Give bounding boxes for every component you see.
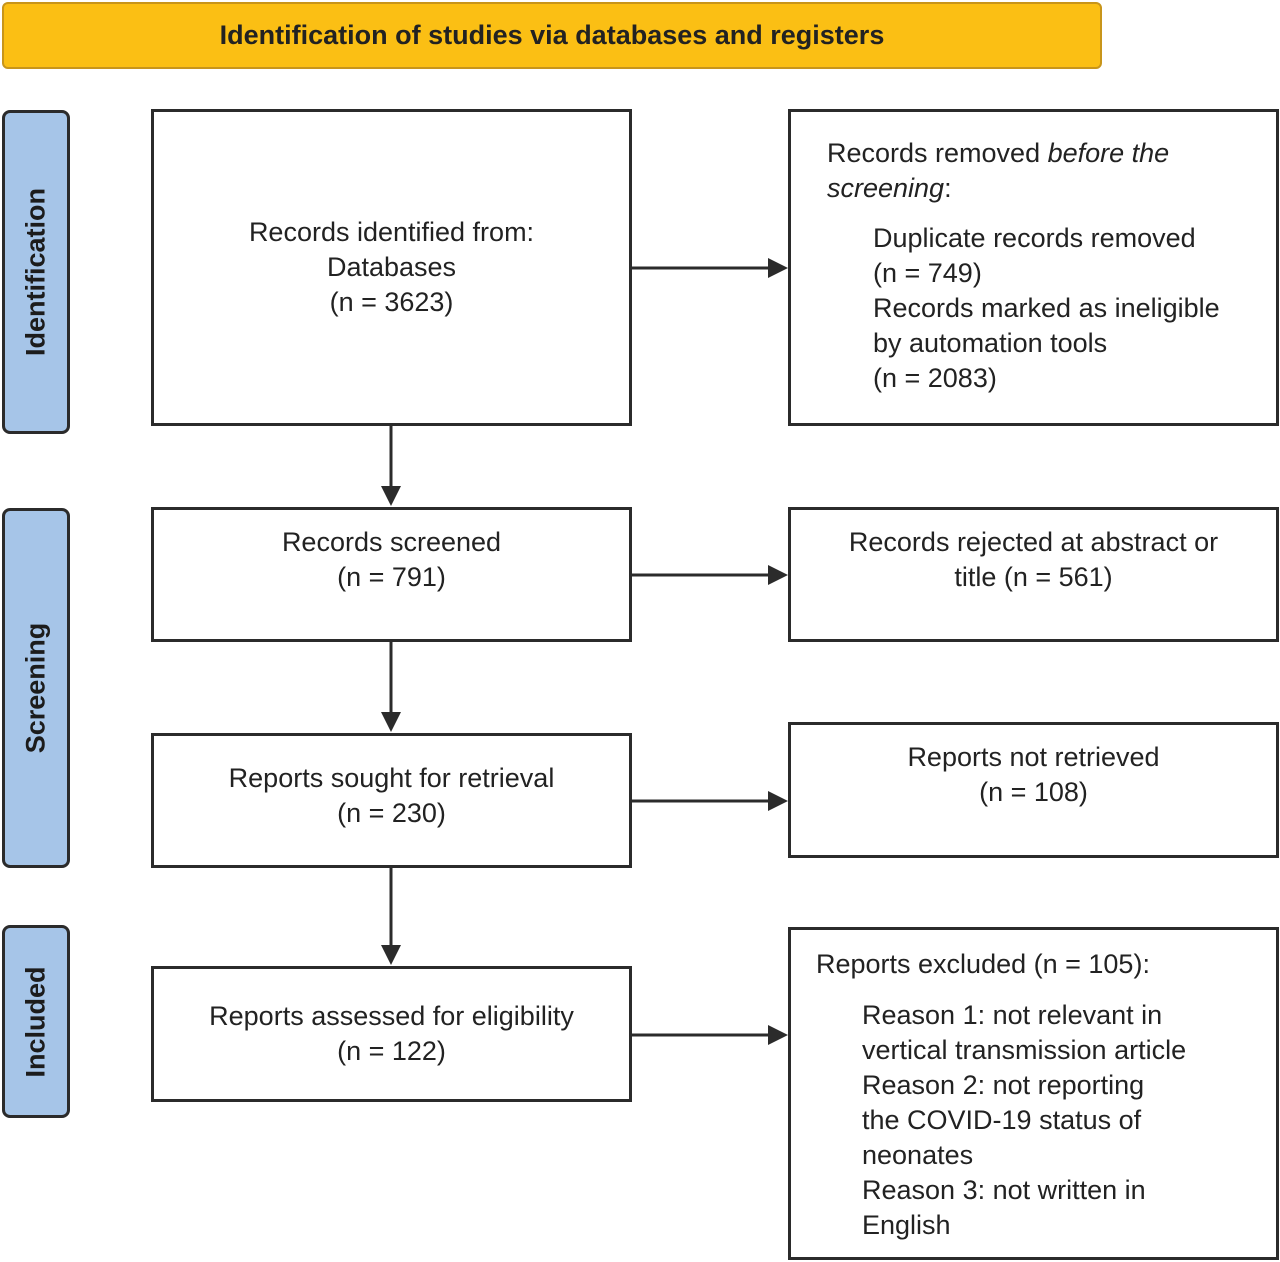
duplicates-removed-count: (n = 749) <box>873 258 982 288</box>
records-identified-source: Databases <box>326 252 457 282</box>
reports-not-retrieved-label: Reports not retrieved <box>907 742 1160 772</box>
duplicates-removed-label: Duplicate records removed <box>873 223 1196 253</box>
stage-screening: Screening <box>2 508 70 868</box>
records-screened-box: Records screened (n = 791) <box>151 507 632 642</box>
reports-not-retrieved-count: (n = 108) <box>979 777 1088 807</box>
arrowhead-right-3 <box>768 791 788 811</box>
arrowhead-right-1 <box>768 258 788 278</box>
records-rejected-count: title (n = 561) <box>954 561 1113 592</box>
arrowhead-right-2 <box>768 565 788 585</box>
records-screened-label: Records screened <box>281 526 502 557</box>
records-identified-count: (n = 3623) <box>329 287 454 317</box>
records-identified-label: Records identified from: <box>248 217 535 247</box>
exclusion-reason-2-cont-2: neonates <box>862 1140 974 1170</box>
records-rejected-box: Records rejected at abstract or title (n… <box>788 507 1279 642</box>
ineligible-label: Records marked as ineligible <box>873 293 1220 323</box>
exclusion-reason-2: Reason 2: not reporting <box>862 1070 1145 1100</box>
exclusion-reason-1: Reason 1: not relevant in <box>862 1000 1163 1030</box>
arrowhead-down-2 <box>381 712 401 732</box>
stage-identification: Identification <box>2 110 70 434</box>
reports-sought-count: (n = 230) <box>337 797 446 828</box>
records-removed-box: Records removed before the screening: Du… <box>788 109 1279 426</box>
exclusion-reason-3: Reason 3: not written in <box>862 1175 1146 1205</box>
reports-assessed-box: Reports assessed for eligibility (n = 12… <box>151 966 632 1102</box>
records-identified-box: Records identified from: Databases (n = … <box>151 109 632 426</box>
records-screened-count: (n = 791) <box>337 561 446 592</box>
stage-included: Included <box>2 925 70 1118</box>
records-removed-heading-cont: screening: <box>827 173 952 203</box>
ineligible-count: (n = 2083) <box>873 363 997 393</box>
reports-sought-label: Reports sought for retrieval <box>228 762 555 793</box>
arrowhead-down-3 <box>381 945 401 965</box>
flow-title: Identification of studies via databases … <box>219 20 885 50</box>
reports-excluded-box: Reports excluded (n = 105): Reason 1: no… <box>788 927 1279 1260</box>
reports-assessed-label: Reports assessed for eligibility <box>209 1001 574 1031</box>
flow-title-banner: Identification of studies via databases … <box>2 2 1102 69</box>
reports-not-retrieved-box: Reports not retrieved (n = 108) <box>788 722 1279 858</box>
exclusion-reason-1-cont: vertical transmission article <box>862 1035 1187 1065</box>
records-removed-heading: Records removed before the <box>827 138 1170 168</box>
reports-sought-box: Reports sought for retrieval (n = 230) <box>151 733 632 868</box>
exclusion-reason-2-cont: the COVID-19 status of <box>862 1105 1142 1135</box>
exclusion-reason-3-cont: English <box>862 1210 951 1240</box>
reports-assessed-count: (n = 122) <box>337 1036 446 1066</box>
ineligible-label-cont: by automation tools <box>873 328 1108 358</box>
reports-excluded-heading: Reports excluded (n = 105): <box>816 949 1150 979</box>
arrowhead-right-4 <box>768 1025 788 1045</box>
arrowhead-down-1 <box>381 486 401 506</box>
records-rejected-label: Records rejected at abstract or <box>848 526 1219 557</box>
